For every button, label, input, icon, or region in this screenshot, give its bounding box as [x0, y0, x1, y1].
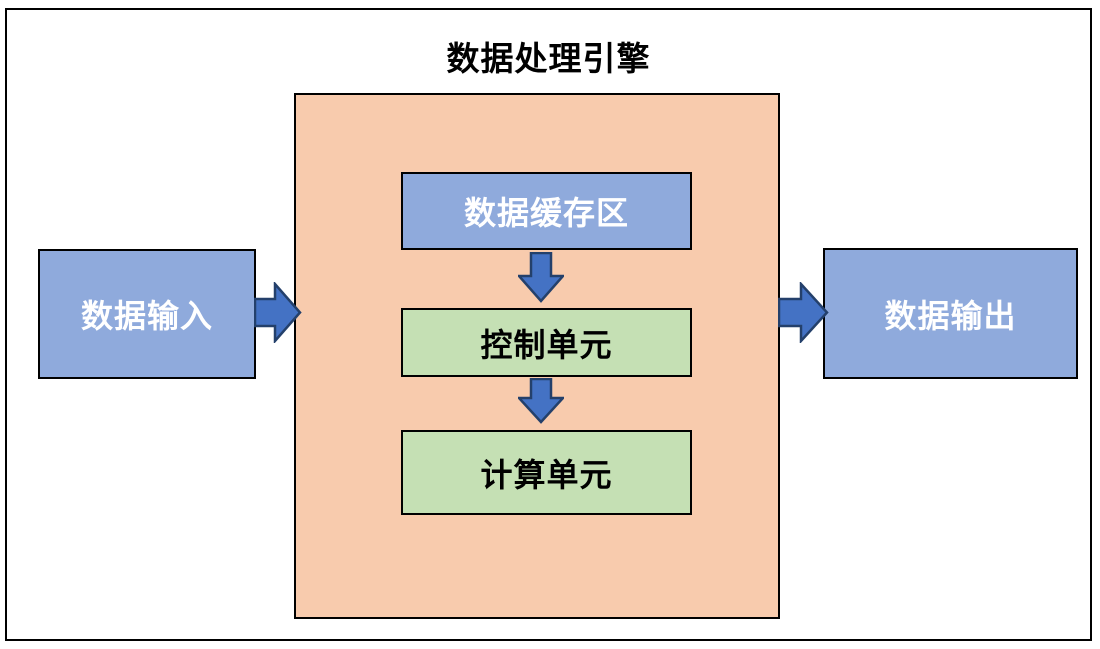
input-box: 数据输入 — [38, 249, 256, 379]
arrow-down-icon — [518, 378, 564, 424]
input-box-label: 数据输入 — [80, 298, 213, 334]
arrow-down-shape — [518, 378, 564, 424]
diagram-title: 数据处理引擎 — [446, 40, 651, 77]
outer-border: 数据处理引擎 数据输入 数据输出 数据缓存区 控制单元 计算单元 — [5, 8, 1092, 641]
control-unit-box: 控制单元 — [401, 308, 692, 377]
output-box-label: 数据输出 — [884, 297, 1017, 334]
control-unit-label: 控制单元 — [480, 326, 613, 363]
arrow-down-icon — [518, 252, 564, 303]
compute-unit-box: 计算单元 — [401, 430, 692, 515]
buffer-unit-box: 数据缓存区 — [401, 172, 692, 250]
arrow-right-shape — [254, 282, 302, 343]
arrow-right-shape — [778, 282, 829, 343]
buffer-unit-label: 数据缓存区 — [463, 195, 629, 231]
arrow-right-icon — [254, 282, 302, 343]
output-box: 数据输出 — [823, 248, 1078, 379]
compute-unit-label: 计算单元 — [480, 456, 613, 493]
arrow-right-icon — [778, 282, 829, 343]
arrow-down-shape — [518, 252, 564, 303]
